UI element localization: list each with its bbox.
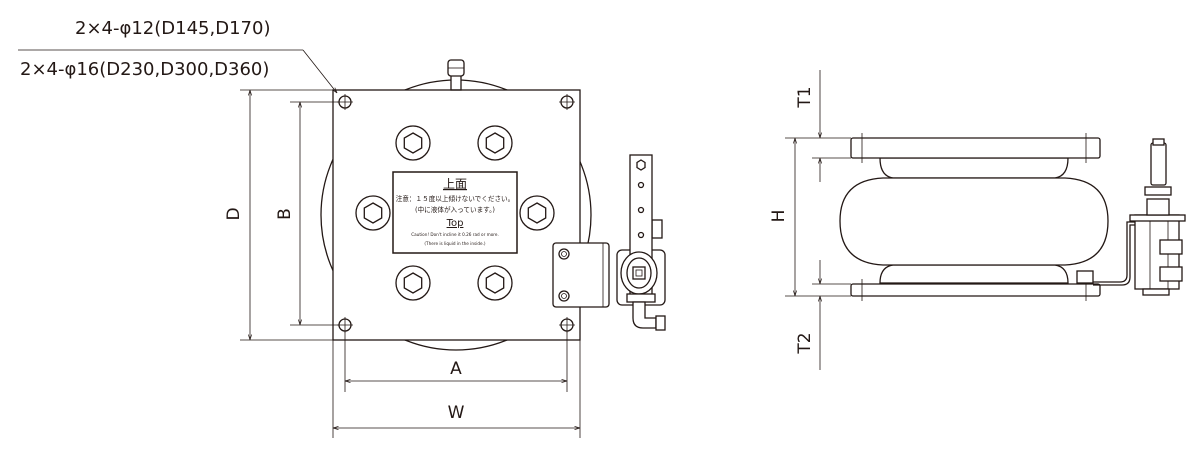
hex-bolt-icon <box>395 265 431 301</box>
upper-plate <box>850 137 1101 159</box>
dim-label-T1: T1 <box>795 86 815 108</box>
dimension-T2: T2 <box>795 260 851 370</box>
mounting-plate <box>332 89 581 341</box>
callout-hole-small: 2×4-φ12(D145,D170) <box>75 18 270 39</box>
label-caution-en-2: (There is liquid in the inside.) <box>424 241 486 246</box>
side-valve-assembly <box>1076 138 1186 296</box>
top-air-nipple <box>447 59 465 91</box>
hex-nut-icon <box>1076 270 1094 284</box>
dimension-B: B <box>275 101 339 326</box>
hex-bolt-icon <box>355 195 391 231</box>
air-fitting <box>1159 239 1183 255</box>
bolt-heads <box>355 125 555 301</box>
air-fitting <box>1159 266 1183 282</box>
corner-hole <box>337 94 353 110</box>
corner-hole <box>559 94 575 110</box>
lower-bead <box>879 264 1069 284</box>
air-fitting <box>655 315 666 331</box>
dim-label-A: A <box>450 359 462 379</box>
side-view: T1 H T2 <box>769 70 1186 370</box>
corner-hole <box>337 317 353 333</box>
dimension-H: H <box>769 137 812 297</box>
label-caution-en-1: Caution! Don't incline it 0.26 rad or mo… <box>411 232 499 237</box>
hex-nut-icon <box>558 248 570 260</box>
hex-bolt-icon <box>477 125 513 161</box>
corner-hole <box>559 317 575 333</box>
valve-stem <box>1150 142 1167 186</box>
hex-bolt-icon <box>519 195 555 231</box>
dimension-A: A <box>344 331 568 392</box>
label-title-jp: 上面 <box>443 177 467 191</box>
dim-label-D: D <box>224 207 244 220</box>
leader-line <box>302 49 337 93</box>
hole-callouts: 2×4-φ12(D145,D170) 2×4-φ16(D230,D300,D36… <box>18 18 337 93</box>
label-title-en: Top <box>446 218 464 229</box>
dimension-D: D <box>224 89 333 341</box>
dim-label-T2: T2 <box>795 332 815 354</box>
air-fitting <box>651 219 663 239</box>
dim-label-H: H <box>769 210 789 223</box>
dim-label-B: B <box>275 208 295 220</box>
label-caution-jp-2: (中に液体が入っています。) <box>415 205 495 214</box>
lower-plate <box>850 283 1101 297</box>
dim-label-W: W <box>448 403 465 423</box>
dimension-T1: T1 <box>795 70 851 182</box>
corner-holes <box>337 94 575 333</box>
bellows-body <box>839 177 1109 266</box>
callout-hole-large: 2×4-φ16(D230,D300,D360) <box>20 59 269 80</box>
top-view: 上面 注意：１５度以上傾けないでください。 (中に液体が入っています。) Top… <box>224 59 666 438</box>
elbow-fitting <box>632 301 657 329</box>
hex-bolt-icon <box>477 265 513 301</box>
leveling-valve-assembly <box>552 154 666 331</box>
hex-bolt-icon <box>395 125 431 161</box>
upper-bead <box>879 157 1069 179</box>
dimension-W: W <box>332 340 581 438</box>
caution-label-plate: 上面 注意：１５度以上傾けないでください。 (中に液体が入っています。) Top… <box>392 171 518 254</box>
hex-nut-icon <box>558 290 570 302</box>
label-caution-jp-1: 注意：１５度以上傾けないでください。 <box>396 194 515 203</box>
valve-bracket <box>552 242 610 308</box>
